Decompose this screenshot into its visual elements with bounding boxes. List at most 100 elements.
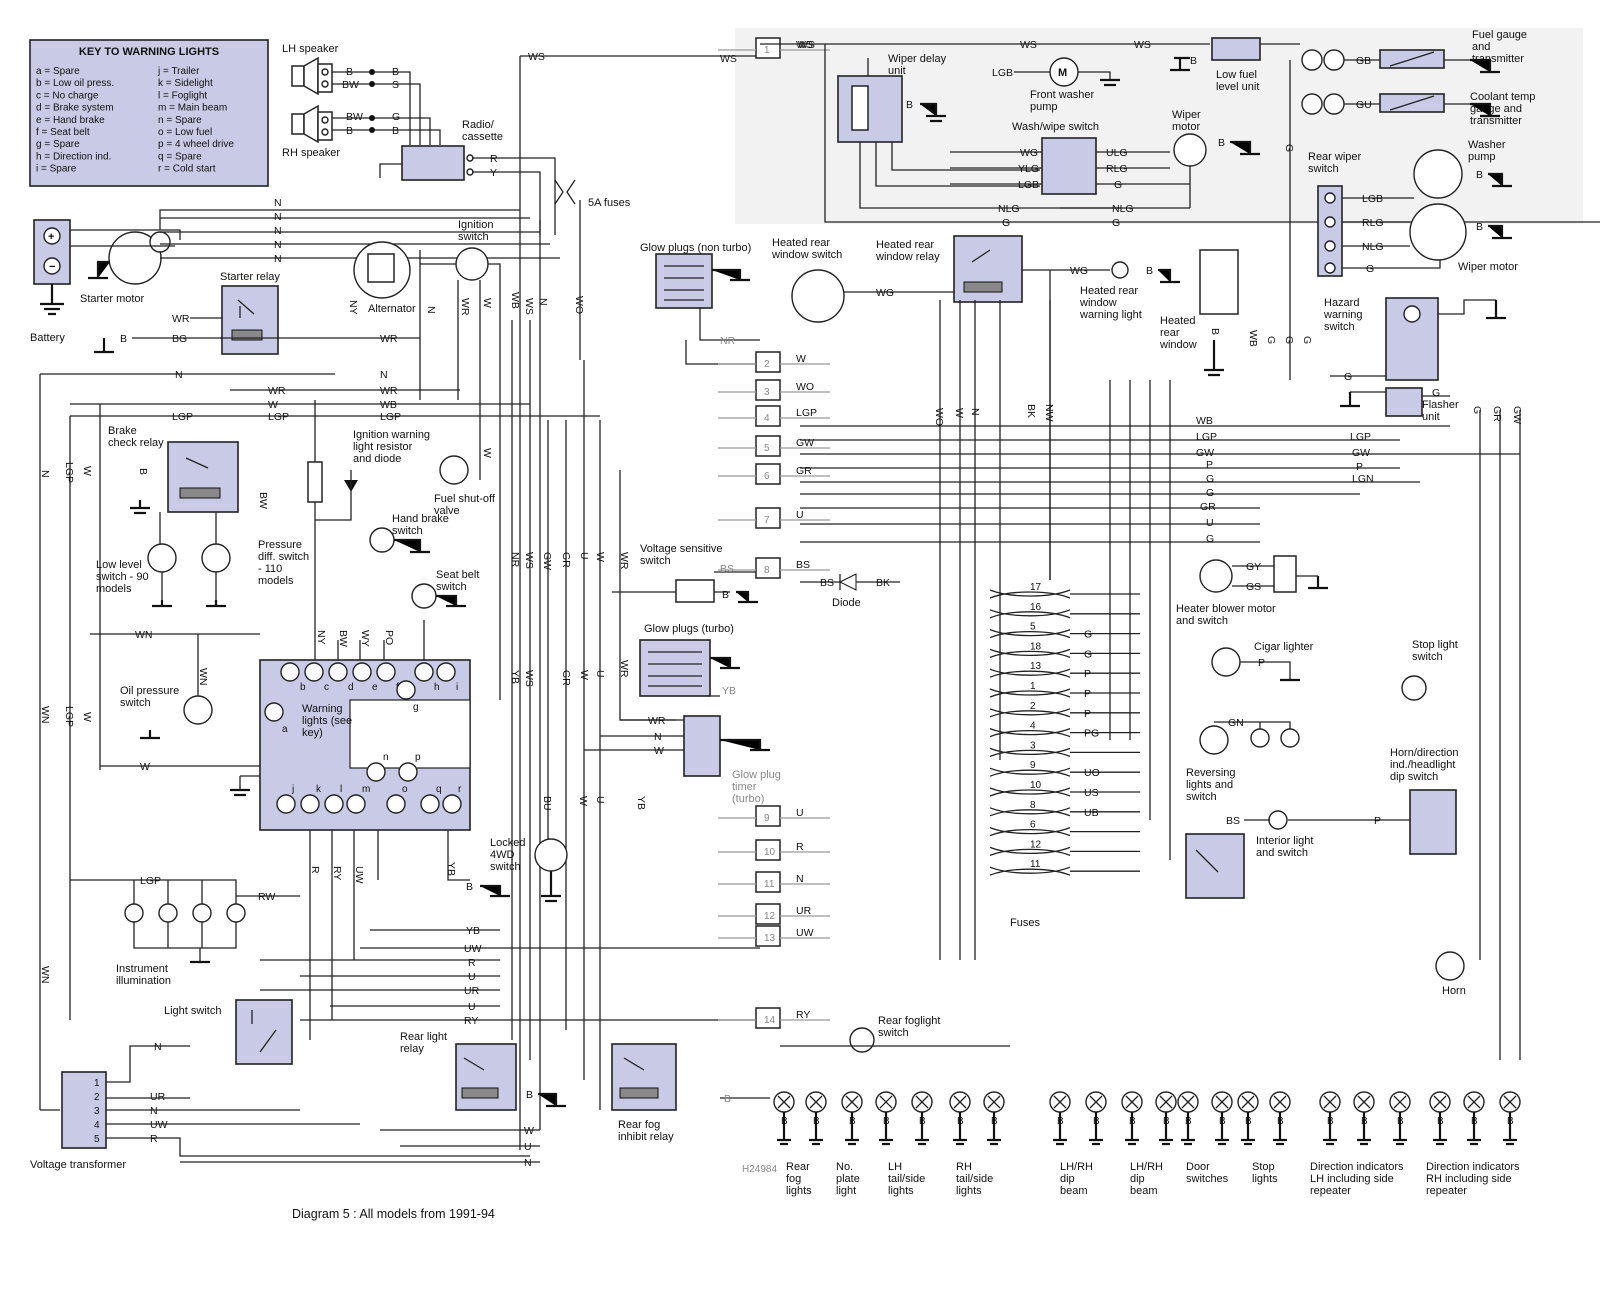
svg-text:WS: WS [1134, 39, 1151, 51]
warning-lamp-letter: b [300, 682, 306, 693]
svg-text:G: G [1206, 533, 1214, 545]
key-entry: g = Spare [36, 139, 80, 150]
connector-number: 2 [764, 359, 770, 370]
svg-text:G: G [1283, 144, 1295, 152]
connector-number: 7 [764, 515, 770, 526]
svg-text:W: W [481, 448, 493, 458]
fuse-wire-label: P [1084, 688, 1091, 700]
svg-text:G: G [1265, 336, 1277, 344]
key-title: KEY TO WARNING LIGHTS [79, 46, 219, 58]
wiper-motor-rear: Wiper motor [1409, 203, 1518, 273]
key-entry: l = Foglight [158, 90, 207, 101]
svg-text:P: P [1206, 459, 1213, 471]
svg-text:RW: RW [258, 891, 275, 903]
svg-text:M: M [1058, 67, 1067, 79]
key-entry: f = Seat belt [36, 127, 90, 138]
fuse-number: 10 [1030, 780, 1042, 791]
svg-text:GR: GR [560, 670, 572, 686]
svg-text:B: B [781, 1116, 788, 1127]
warning-lamp [442, 794, 462, 814]
svg-text:B: B [1397, 1116, 1404, 1127]
svg-text:G: G [392, 111, 400, 123]
svg-text:PO: PO [383, 630, 395, 645]
svg-text:U: U [578, 552, 590, 560]
svg-text:WB: WB [509, 292, 521, 309]
cigar-lighter: Cigar lighter [1211, 641, 1314, 677]
svg-text:Cigar lighter: Cigar lighter [1254, 641, 1314, 653]
svg-text:B: B [526, 1089, 533, 1101]
svg-text:NW: NW [1043, 404, 1055, 422]
svg-text:WO: WO [933, 408, 945, 426]
svg-text:GW: GW [541, 552, 553, 570]
transformer-wire-label: UW [150, 1119, 168, 1131]
svg-text:B: B [1471, 1116, 1478, 1127]
connector-pin [755, 557, 781, 579]
key-entry: p = 4 wheel drive [158, 139, 234, 150]
warning-lamp-letter: o [402, 784, 408, 795]
svg-text:WR: WR [268, 385, 286, 397]
svg-text:U: U [594, 796, 606, 804]
horn: Horn [1435, 951, 1466, 997]
warning-lamp-letter: l [340, 784, 342, 795]
connector-pin [755, 463, 781, 485]
svg-text:G: G [1206, 487, 1214, 499]
svg-text:LGP: LGP [63, 462, 75, 483]
svg-text:NY: NY [347, 300, 359, 315]
svg-text:Y: Y [490, 167, 497, 179]
svg-text:GW: GW [1511, 406, 1523, 424]
svg-text:N: N [274, 253, 282, 265]
svg-text:WY: WY [359, 630, 371, 647]
svg-text:g: g [413, 702, 419, 713]
connector-wire-label: BS [796, 559, 810, 571]
connector-pin [755, 37, 781, 59]
svg-text:LGP: LGP [140, 875, 161, 887]
svg-text:YB: YB [509, 670, 521, 684]
fuse-number: 6 [1030, 820, 1036, 831]
svg-text:BU: BU [541, 796, 553, 811]
svg-text:B: B [1219, 1116, 1226, 1127]
svg-text:NLG: NLG [1362, 241, 1384, 253]
fuse-number: 11 [1030, 859, 1041, 870]
fuse-number: 1 [1030, 681, 1036, 692]
svg-text:WN: WN [135, 629, 153, 641]
svg-text:LGP: LGP [380, 411, 401, 423]
fuse-wire-label: G [1084, 629, 1092, 641]
svg-text:Wash/wipe switch: Wash/wipe switch [1012, 121, 1099, 133]
svg-text:B: B [1163, 1116, 1170, 1127]
connector-wire-label: WS [796, 39, 813, 51]
svg-text:Glow plugs (turbo): Glow plugs (turbo) [644, 623, 734, 635]
svg-text:B: B [1327, 1116, 1334, 1127]
rh-speaker: RH speaker [282, 104, 340, 159]
svg-text:N: N [524, 1157, 532, 1169]
svg-text:Horn: Horn [1442, 985, 1466, 997]
svg-text:B: B [722, 589, 729, 601]
svg-text:UW: UW [464, 943, 482, 955]
svg-text:WN: WN [39, 706, 51, 724]
starter-relay: Starter relay [220, 271, 280, 355]
svg-text:RH speaker: RH speaker [282, 147, 340, 159]
transformer-pin: 4 [94, 1120, 100, 1131]
svg-text:BK: BK [1025, 404, 1037, 418]
fuse-wire-label: P [1084, 708, 1091, 720]
svg-text:WS: WS [798, 39, 815, 51]
svg-text:Voltage transformer: Voltage transformer [30, 1159, 126, 1171]
svg-text:G: G [1344, 371, 1352, 383]
warning-lamp [436, 662, 456, 682]
svg-text:NY: NY [315, 630, 327, 645]
